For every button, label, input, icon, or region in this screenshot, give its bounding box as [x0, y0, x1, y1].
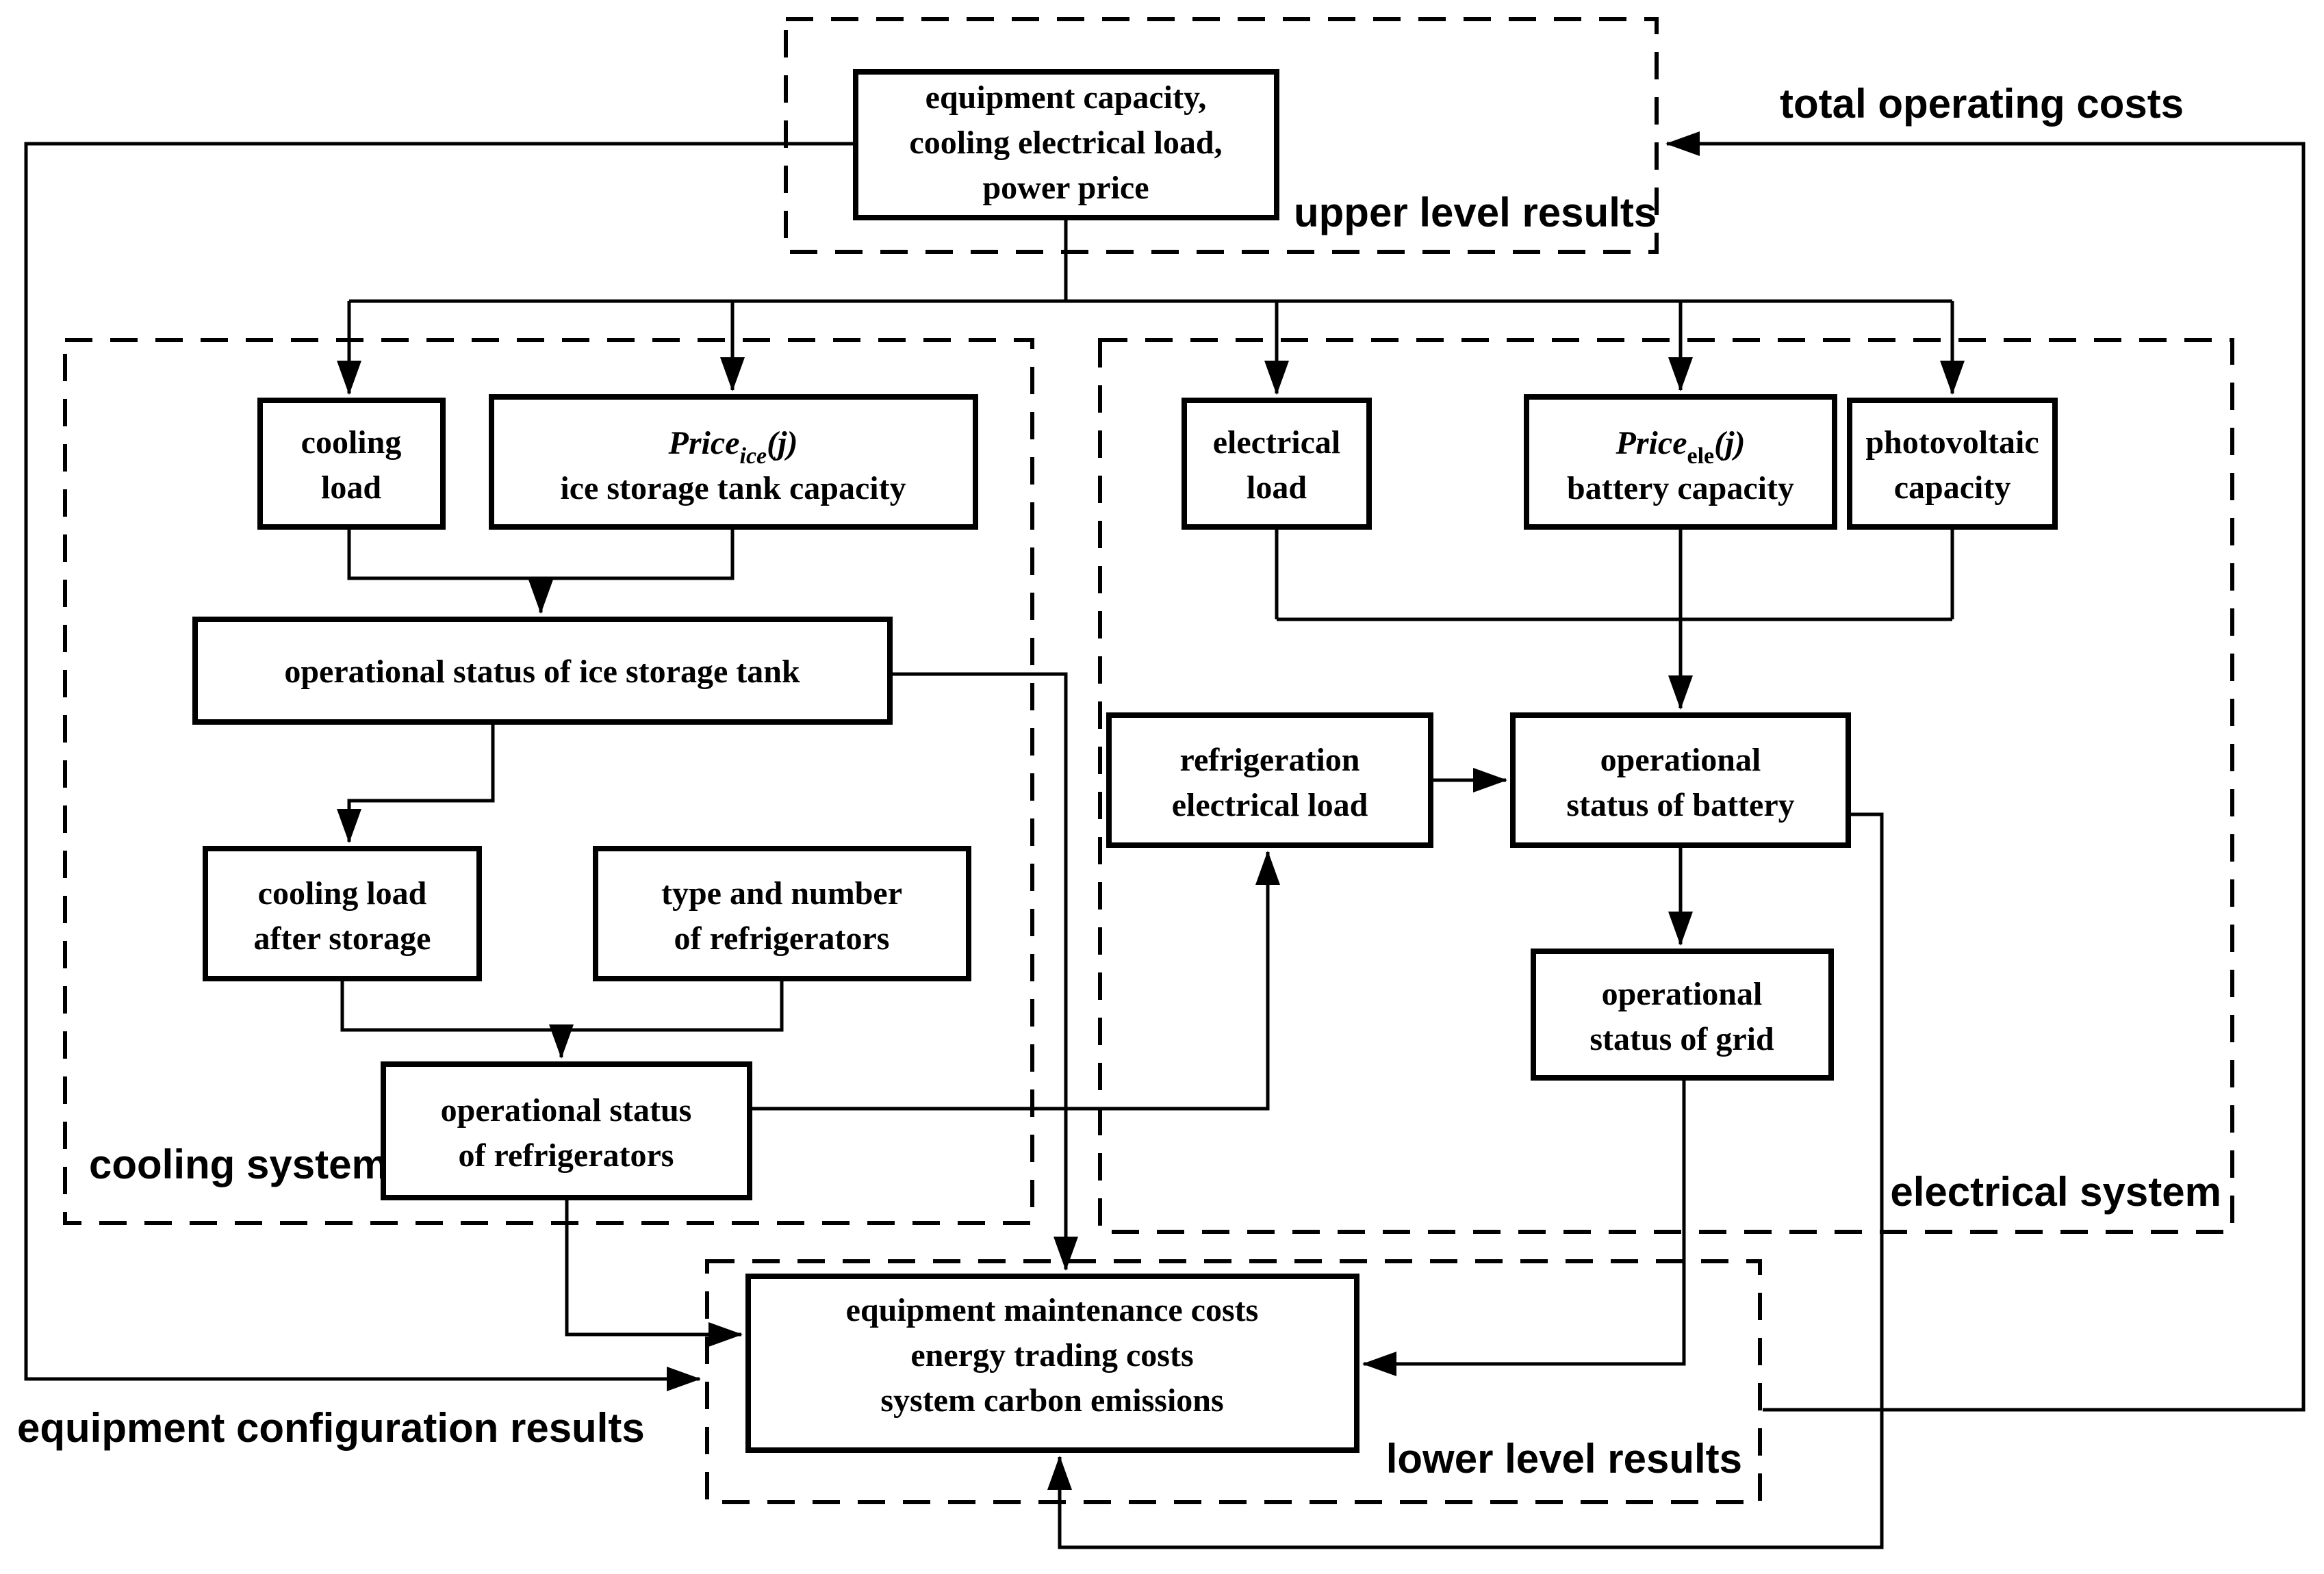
upper-result-line1: equipment capacity,	[925, 79, 1207, 116]
cooling-after-storage-line2: after storage	[254, 920, 431, 957]
refrigerator-type-line1: type and number	[661, 875, 902, 912]
node-battery-status-text: operational status of battery	[1566, 742, 1794, 823]
node-cooling-load-text: cooling load	[301, 424, 402, 506]
upper-result-line3: power price	[982, 170, 1149, 206]
node-photovoltaic	[1847, 398, 2058, 530]
grid-status-line1: operational	[1602, 976, 1763, 1012]
node-electrical-load	[1182, 398, 1372, 530]
grid-status-line2: status of grid	[1589, 1021, 1774, 1057]
arrow-refrigerators-to-refrigeration-load	[750, 851, 1280, 1111]
node-price-ice	[489, 394, 978, 530]
arrow-tank-to-after-storage	[337, 722, 495, 843]
battery-status-line2: status of battery	[1566, 787, 1794, 823]
node-upper-result-text: equipment capacity, cooling electrical l…	[909, 79, 1222, 206]
refrigerator-status-line1: operational status	[441, 1092, 692, 1128]
node-photovoltaic-text: photovoltaic capacity	[1865, 424, 2039, 506]
node-cooling-after-storage-text: cooling load after storage	[254, 875, 431, 957]
price-ice-base: Price	[668, 425, 740, 461]
electrical-system-frame	[1098, 338, 2234, 1234]
node-electrical-load-text: electrical load	[1213, 424, 1341, 506]
label-lower-level-results: lower level results	[1386, 1436, 1742, 1482]
price-ice-sub: ice	[740, 443, 767, 469]
lower-result-line2: energy trading costs	[910, 1337, 1193, 1373]
edge-refrigerator-merge	[340, 979, 784, 1032]
node-lower-result-text: equipment maintenance costs energy tradi…	[846, 1292, 1259, 1419]
arrow-refrigerators-to-lower-result	[565, 1198, 743, 1347]
arrow-battery-to-lower-result	[1047, 812, 1884, 1549]
lower-result-line1: equipment maintenance costs	[846, 1292, 1259, 1328]
battery-status-line1: operational	[1600, 742, 1761, 778]
node-cooling-load	[257, 398, 446, 530]
label-electrical-system: electrical system	[1890, 1169, 2221, 1215]
node-price-ice-text: Priceice(j) ice storage tank capacity	[560, 425, 906, 506]
node-cooling-after-storage	[203, 846, 482, 981]
electrical-load-line1: electrical	[1213, 424, 1341, 461]
price-ele-arg: (j)	[1714, 425, 1745, 461]
arrow-equipment-configuration-results	[24, 142, 856, 1391]
node-ice-tank-status	[192, 617, 893, 725]
node-lower-result	[745, 1274, 1359, 1453]
cooling-load-line1: cooling	[301, 424, 402, 461]
node-refrigeration-load-text: refrigeration electrical load	[1172, 742, 1368, 823]
cooling-load-line2: load	[321, 469, 381, 506]
refrigerator-type-line2: of refrigerators	[674, 920, 890, 957]
price-ice-arg: (j)	[767, 425, 797, 461]
node-refrigerator-type	[593, 846, 971, 981]
arrow-tank-status-to-lower-result	[890, 672, 1078, 1271]
node-upper-result	[853, 69, 1279, 220]
label-equipment-configuration-results: equipment configuration results	[17, 1405, 645, 1451]
price-ele-sub: ele	[1687, 443, 1715, 469]
ice-tank-status-line1: operational status of ice storage tank	[284, 654, 800, 690]
refrigeration-load-line1: refrigeration	[1180, 742, 1360, 778]
refrigerator-status-line2: of refrigerators	[459, 1137, 674, 1174]
upper-result-line2: cooling electrical load,	[909, 125, 1222, 161]
node-grid-status-text: operational status of grid	[1589, 976, 1774, 1057]
photovoltaic-line1: photovoltaic	[1865, 424, 2039, 461]
price-ele-caption: battery capacity	[1567, 470, 1794, 506]
electrical-load-line2: load	[1247, 469, 1307, 506]
label-upper-level-results: upper level results	[1294, 190, 1657, 235]
lower-result-line3: system carbon emissions	[880, 1382, 1223, 1419]
price-ele-formula: Priceele(j)	[1616, 425, 1746, 469]
label-cooling-system: cooling system	[89, 1141, 388, 1187]
upper-level-results-frame	[784, 17, 1659, 254]
cooling-system-frame	[63, 338, 1034, 1225]
price-ice-formula: Priceice(j)	[668, 425, 798, 469]
arrow-grid-to-lower-result	[1362, 1078, 1686, 1376]
price-ice-caption: ice storage tank capacity	[560, 470, 906, 506]
node-price-ele-text: Priceele(j) battery capacity	[1567, 425, 1794, 506]
node-refrigeration-load	[1106, 712, 1433, 848]
lower-level-results-frame	[705, 1259, 1762, 1504]
label-total-operating-costs: total operating costs	[1780, 81, 2184, 127]
price-ele-base: Price	[1616, 425, 1687, 461]
cooling-after-storage-line1: cooling load	[258, 875, 427, 912]
node-price-ele	[1524, 394, 1837, 530]
node-refrigerator-status-text: operational status of refrigerators	[441, 1092, 692, 1174]
node-grid-status	[1531, 949, 1834, 1081]
photovoltaic-line2: capacity	[1894, 469, 2011, 506]
arrow-total-operating-costs	[1665, 131, 2306, 1412]
edge-cooling-merge	[347, 527, 735, 580]
node-battery-status	[1510, 712, 1851, 848]
node-refrigerator-status	[381, 1061, 752, 1200]
refrigeration-load-line2: electrical load	[1172, 787, 1368, 823]
node-refrigerator-type-text: type and number of refrigerators	[661, 875, 902, 957]
